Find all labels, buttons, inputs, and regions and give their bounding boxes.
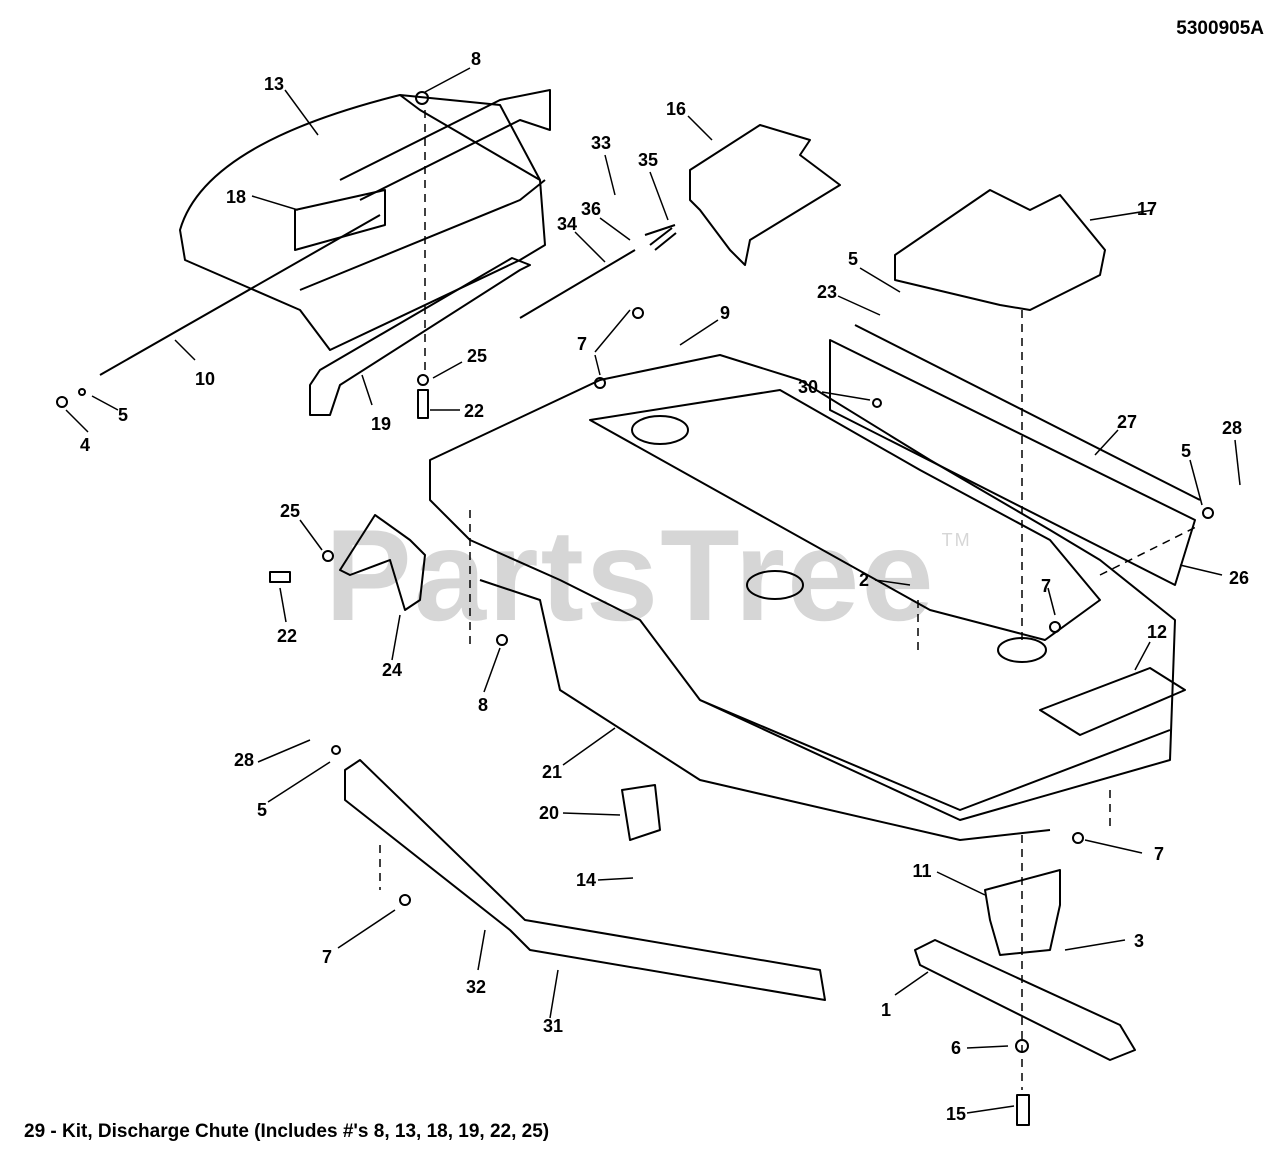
callout-32: 32 [466,977,486,997]
callout-5-left: 5 [118,405,128,425]
callout-8-top: 8 [471,49,481,69]
part-bracket-24 [339,514,426,611]
part-spindle-11 [984,869,1061,956]
part-spring [644,224,677,251]
part-bracket-18 [294,189,386,251]
callout-23: 23 [817,282,837,302]
callout-10: 10 [195,369,215,389]
part-spindle-left [631,415,689,445]
part-pin [519,249,636,319]
callout-28-right: 28 [1222,418,1242,438]
callout-22-top: 22 [464,401,484,421]
part-rod [99,214,381,376]
callout-12: 12 [1147,622,1167,642]
callout-35: 35 [638,150,658,170]
part-chute-plate [309,257,531,416]
part-step-plate [1039,667,1186,736]
callout-33: 33 [591,133,611,153]
part-baffle [829,339,1196,586]
part-bracket-20 [621,784,661,841]
callout-5-lower: 5 [257,800,267,820]
callout-22-left: 22 [277,626,297,646]
callout-25-top: 25 [467,346,487,366]
callout-11: 11 [912,861,931,881]
part-cover-16 [689,124,841,266]
callout-19: 19 [371,414,391,434]
part-skid-rail [344,759,826,1001]
diagram-id: 5300905A [1176,18,1264,39]
callout-18: 18 [226,187,246,207]
callout-26: 26 [1229,568,1249,588]
part-discharge-chute [179,94,546,351]
part-cover-17 [894,189,1106,311]
callout-2: 2 [859,570,869,590]
callout-14: 14 [576,870,596,890]
callout-27: 27 [1117,412,1137,432]
callout-5-mid: 5 [848,249,858,269]
callout-1: 1 [881,1000,891,1020]
callout-28-left: 28 [234,750,254,770]
callout-25-left: 25 [280,501,300,521]
callout-24: 24 [382,660,402,680]
callout-7-lower-right: 7 [1154,844,1164,864]
part-spindle-center [746,570,804,600]
callout-17: 17 [1137,199,1157,219]
callout-31: 31 [543,1016,563,1036]
part-mower-deck [429,354,1176,821]
part-blade [914,939,1136,1061]
callout-36: 36 [581,199,601,219]
callout-21: 21 [542,762,562,782]
callout-9: 9 [720,303,730,323]
callout-7-upper: 7 [577,334,587,354]
callout-7-lower-left: 7 [322,947,332,967]
callout-5-right: 5 [1181,441,1191,461]
callout-30: 30 [798,377,818,397]
callout-4: 4 [80,435,90,455]
callout-6: 6 [951,1038,961,1058]
callout-8-left: 8 [478,695,488,715]
callout-34: 34 [557,214,577,234]
callout-3: 3 [1134,931,1144,951]
callout-13: 13 [264,74,284,94]
callout-20: 20 [539,803,559,823]
callout-16: 16 [666,99,686,119]
callout-15: 15 [946,1104,966,1124]
callout-7-right: 7 [1041,576,1051,596]
kit-note: 29 - Kit, Discharge Chute (Includes #'s … [24,1121,550,1142]
